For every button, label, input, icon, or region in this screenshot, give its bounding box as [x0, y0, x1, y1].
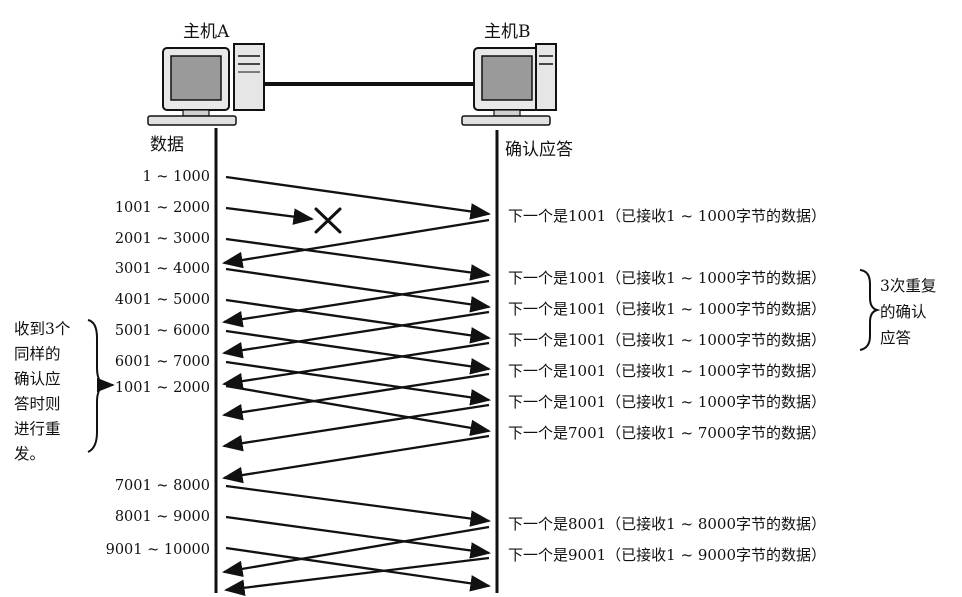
duplicate-ack-note-line: 的确认	[880, 303, 927, 321]
segment-label: 3001 ~ 4000	[115, 261, 210, 277]
host-b-label: 主机B	[484, 22, 531, 42]
data-arrow	[225, 329, 492, 375]
retransmit-note-line: 答时则	[14, 395, 61, 413]
data-arrow-lost	[225, 206, 315, 225]
ack-label: 下一个是1001（已接收1 ~ 1000字节的数据）	[508, 393, 826, 411]
host-a-label: 主机A	[183, 22, 230, 42]
ack-label: 下一个是9001（已接收1 ~ 9000字节的数据）	[508, 546, 826, 564]
segment-label: 9001 ~ 10000	[106, 542, 210, 558]
duplicate-ack-note-line: 3次重复	[880, 277, 936, 295]
ack-label: 下一个是8001（已接收1 ~ 8000字节的数据）	[508, 515, 826, 533]
segment-label: 1001 ~ 2000	[115, 200, 210, 216]
segment-label: 7001 ~ 8000	[115, 478, 210, 494]
segment-label: 4001 ~ 5000	[115, 292, 210, 308]
ack-arrow	[221, 525, 490, 578]
data-arrow	[225, 546, 492, 592]
data-arrow	[225, 484, 492, 527]
segment-label: 2001 ~ 3000	[115, 231, 210, 247]
data-arrow	[225, 360, 492, 406]
ack-column-heading: 确认应答	[505, 140, 573, 160]
data-arrow	[225, 175, 492, 220]
retransmit-note-line: 进行重	[14, 420, 61, 438]
ack-label: 下一个是1001（已接收1 ~ 1000字节的数据）	[508, 300, 826, 318]
ack-label: 下一个是1001（已接收1 ~ 1000字节的数据）	[508, 269, 826, 287]
ack-arrow	[221, 341, 490, 390]
data-arrow	[225, 515, 492, 559]
data-arrows	[225, 175, 492, 592]
ack-arrow	[221, 403, 490, 452]
packet-lost-x-icon	[314, 207, 342, 234]
ack-label: 下一个是7001（已接收1 ~ 7000字节的数据）	[508, 424, 826, 442]
ack-arrow	[223, 556, 490, 596]
host-a-computer-icon	[147, 43, 265, 126]
segment-label: 1001 ~ 2000	[115, 380, 210, 396]
segment-label: 6001 ~ 7000	[115, 354, 210, 370]
ack-arrows	[221, 218, 490, 596]
ack-label: 下一个是1001（已接收1 ~ 1000字节的数据）	[508, 362, 826, 380]
data-arrow	[225, 267, 492, 313]
duplicate-ack-brace	[859, 269, 881, 351]
ack-arrow	[221, 434, 490, 484]
data-arrow-retransmit	[225, 384, 492, 437]
data-arrow	[225, 298, 492, 344]
ack-arrow	[221, 279, 490, 328]
ack-arrow	[221, 218, 490, 269]
ack-arrow	[221, 372, 490, 421]
segment-label: 5001 ~ 6000	[115, 323, 210, 339]
data-column-heading: 数据	[150, 135, 184, 155]
retransmit-note-line: 收到3个	[14, 320, 71, 338]
segment-label: 1 ~ 1000	[143, 169, 211, 185]
host-b-computer-icon	[461, 43, 557, 126]
ack-label: 下一个是1001（已接收1 ~ 1000字节的数据）	[508, 331, 826, 349]
retransmit-brace	[87, 319, 107, 453]
retransmit-note-line: 确认应	[14, 369, 61, 388]
retransmit-note-line: 发。	[14, 445, 45, 463]
retransmit-note-line: 同样的	[14, 345, 61, 363]
data-arrow	[225, 237, 492, 281]
ack-arrow	[221, 310, 490, 359]
duplicate-ack-note-line: 应答	[880, 328, 912, 347]
segment-label: 8001 ~ 9000	[115, 509, 210, 525]
ack-label: 下一个是1001（已接收1 ~ 1000字节的数据）	[508, 207, 826, 225]
